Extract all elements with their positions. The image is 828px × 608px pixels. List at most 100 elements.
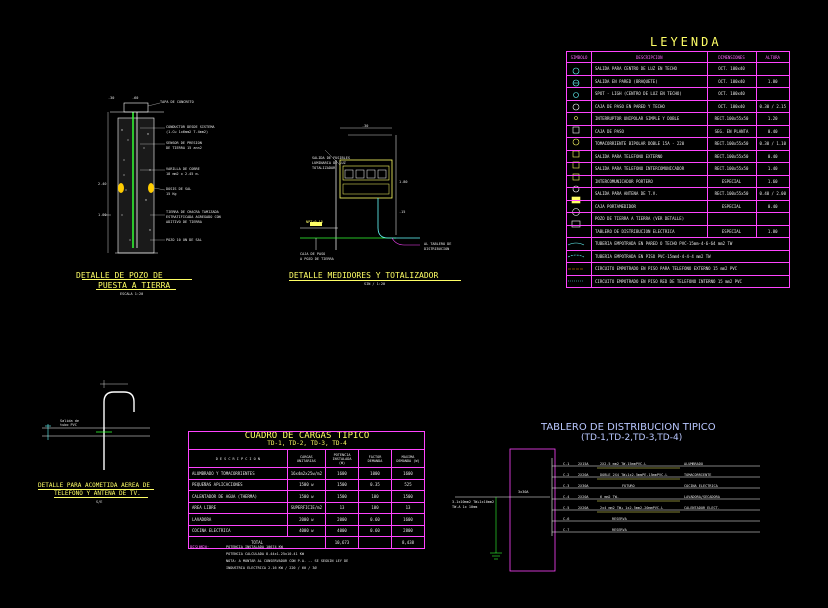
loads-cell-desc: ALUMBRADO Y TOMACORRIENTES (188, 467, 288, 480)
note: POZO 10 ON DE SAL (166, 238, 202, 242)
board-subtitle: (TD-1,TD-2,TD-3,TD-4) (581, 433, 683, 443)
note: NPT+0.15 (306, 220, 323, 224)
spot-light-icon (566, 87, 592, 101)
legend-description: SALIDA PARA ANTENA DE T.V. (591, 187, 708, 201)
legend-height: 0.30 / 1.10 (755, 137, 790, 151)
loads-cell-pi: 1500 (325, 490, 359, 503)
legend-dimensions: ESPECIAL (706, 199, 757, 213)
circuit-use: FUTURO (622, 484, 635, 488)
legend-row: SALIDA PARA ANTENA DE T.V.RECT.100x55x50… (566, 187, 790, 201)
legend-row: TUBERIA EMPOTRADA EN PISO PVC-15mm4-4-4-… (566, 249, 790, 263)
legend-dimensions: RECT.100x55x50 (706, 187, 757, 201)
legend-description: INTERCOMUNICADOR PORTERO (591, 174, 708, 188)
circuit-cable: 2x4 mm2 TW+ 1x2.5mm2-20mmPVC-L (600, 506, 664, 510)
title-underline (38, 489, 154, 490)
legend-dimensions: RECT.100x55x50 (706, 112, 757, 126)
note: ADITIVO DE TIERRA (166, 220, 202, 224)
note: CAJA DE PASO (300, 252, 326, 256)
loads-header-cell: POTENCIA INSTALADA (W) (325, 449, 359, 468)
loads-cell-md: 1600 (391, 513, 425, 526)
legend-row: TUBERIA EMPOTRADA EN PARED O TECHO PVC-1… (566, 237, 790, 251)
dim-label: .30 (108, 96, 115, 100)
loads-cell-pi: 1600 (325, 467, 359, 480)
meters-drawing (300, 127, 420, 250)
legend-header-cell: DIMENSIONES (706, 51, 757, 63)
intercom-icon (566, 162, 592, 176)
note: (1-Cu 1x6mm2 T-4mm2) (166, 130, 209, 134)
legend-dimensions: RECT.100x55x50 (706, 149, 757, 163)
legend-header-cell: SIMBOLO (566, 51, 592, 63)
note: VARILLA DE COBRE (166, 167, 200, 171)
circuit-breaker: 2X15A (578, 462, 589, 466)
legend-description: POZO DE TIERRA A TIERRA (VER DETALLE) (591, 212, 708, 226)
legend-row: CIRCUITO EMPOTRADO EN PISO PARA TELEFONO… (566, 262, 790, 276)
feed-text: 3-1x10mm2 TW+1x10mm2 (452, 500, 495, 504)
loads-header-cell: MAXIMA DEMANDA (W) (391, 449, 425, 468)
loads-cell-md: 1500 (391, 490, 425, 503)
ground-well-icon (566, 212, 592, 226)
loads-total-md: 8,438 (391, 536, 425, 549)
dim-label: 2.40 (98, 182, 107, 186)
note: ESTRATIFICADA AGREGADO CON (166, 215, 221, 219)
legend-height: 1.60 (755, 174, 790, 188)
circuit-use: RESERVA (612, 517, 627, 521)
note: AL TABLERO DE (424, 242, 452, 246)
title-underline (54, 497, 148, 498)
note: SENSOR DE PRESION (166, 141, 202, 145)
loads-title: CUADRO DE CARGAS TIPICO (244, 431, 370, 441)
loads-header-cell: CARGAS UNITARIAS (286, 449, 327, 468)
aerial-note: Salida de (60, 419, 79, 423)
floor-conduit-line-icon (566, 249, 592, 263)
dim-label: .60 (132, 96, 139, 100)
circuit-cable: 2X2.5 mm2 TW-15mmPVC-L (600, 462, 647, 466)
loads-cell-fd: 0.60 (358, 513, 392, 526)
loads-cell-md: 525 (391, 478, 425, 491)
circuit-breaker: 2X20A (578, 495, 589, 499)
meters-title: DETALLE MEDIDORES Y TOTALIZADOR (289, 271, 439, 280)
loads-cell-fd: 0.60 (358, 524, 392, 537)
loads-cell-unit: 2000 w (286, 513, 327, 526)
legend-height: 0.40 (755, 199, 790, 213)
circuit-use: LAVADORA/SECADORA (684, 495, 720, 499)
note: SALIDA DE FUSIBLES (312, 156, 350, 160)
legend-description: SALIDA PARA TELEFONO EXTERNO (591, 149, 708, 163)
loads-title-frame (188, 431, 425, 449)
tv-outlet-icon (566, 187, 592, 201)
loads-cell-unit: SUPERFICIE/m2 (286, 501, 327, 514)
loads-cell-pi: 2000 (325, 513, 359, 526)
summary-label: RESUMEN: (190, 545, 210, 550)
aerial-title-1: DETALLE PARA ACOMETIDA AEREA DE (38, 482, 150, 489)
loads-subtitle: TD-1, TD-2, TD-3, TD-4 (267, 440, 347, 447)
circuit-use: RESERVA (612, 528, 627, 532)
legend-dimensions: RECT.100x55x50 (706, 162, 757, 176)
dim-label: .30 (362, 124, 369, 128)
ceiling-light-icon (566, 62, 592, 76)
legend-height: 0.30 / 2.15 (755, 99, 790, 113)
legend-height: 0.40 / 2.00 (755, 187, 790, 201)
phone-outlet-icon (566, 149, 592, 163)
board-drawing (455, 448, 760, 572)
note: TIERRA DE CHACRA TAMIZADA (166, 210, 219, 214)
loads-header-cell: FACTOR DEMANDA (358, 449, 392, 468)
circuit-breaker: 2X20A (578, 473, 589, 477)
legend-height: 0.40 (755, 124, 790, 138)
legend-height: 1.20 (755, 112, 790, 126)
legend-description: SPOT - LIGH (CENTRO DE LUZ EN TECHO) (591, 87, 708, 101)
aerial-drawing (42, 380, 150, 470)
loads-cell-desc: AREA LIBRE (188, 501, 288, 514)
note: CONDUCTOR DESDE SISTEMA (166, 125, 215, 129)
circuit-id: C-4 (563, 495, 570, 499)
legend-title: LEYENDA (650, 35, 722, 49)
legend-description: TABLERO DE DISTRIBUCION ELECTRICA (591, 224, 708, 238)
loads-cell-fd: 0.35 (358, 478, 392, 491)
aerial-title-2: TELEFONO Y ANTENA DE TV. (54, 490, 141, 497)
legend-height (755, 87, 790, 101)
